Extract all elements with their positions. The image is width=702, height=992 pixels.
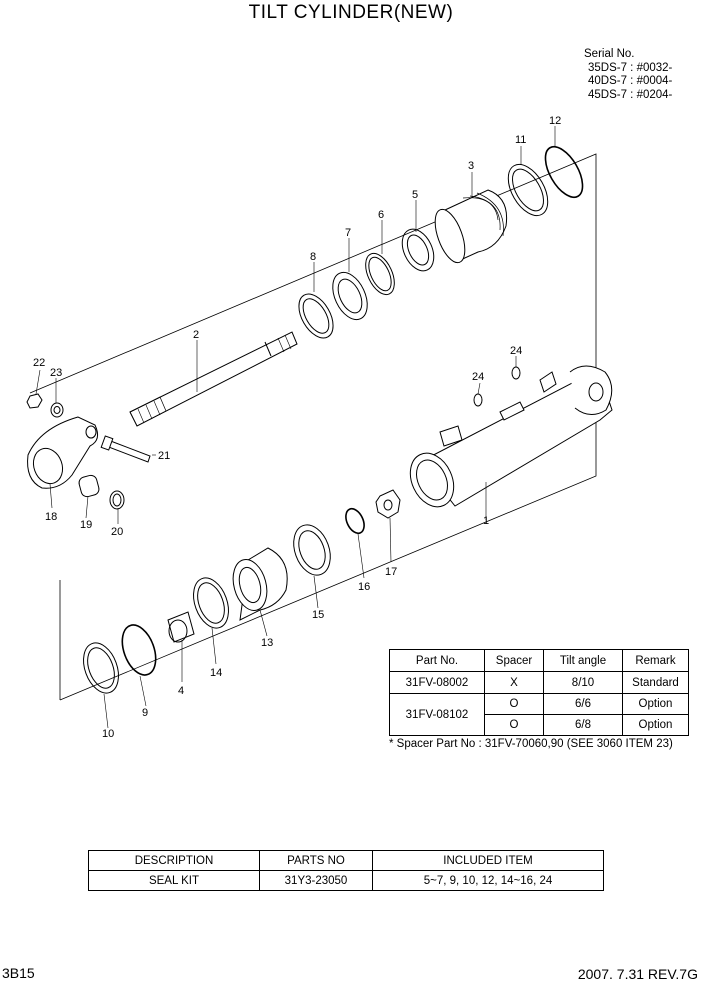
spacer-col-header: Remark: [622, 649, 689, 672]
o-ring-24a: [473, 393, 483, 407]
part-label: 19: [80, 519, 92, 531]
remark-cell: Option: [622, 693, 689, 715]
table-row: O 6/8 Option: [390, 714, 689, 736]
part-label: 18: [45, 511, 57, 523]
part-label: 23: [50, 367, 62, 379]
spacer-table: Part No. Spacer Tilt angle Remark 31FV-0…: [389, 649, 689, 736]
table-row: 31FV-08002 X 8/10 Standard: [389, 671, 689, 694]
part-label: 11: [515, 134, 526, 146]
spacer-cell: O: [484, 714, 544, 736]
ring-11: [507, 163, 549, 217]
piston-rod: [129, 331, 298, 427]
seal-kit-table: DESCRIPTION PARTS NO INCLUDED ITEM SEAL …: [88, 850, 604, 891]
part-label: 6: [378, 209, 384, 221]
part-no-cell: 31FV-08102: [389, 693, 485, 736]
revision-date: 2007. 7.31 REV.7G: [577, 966, 698, 982]
rod-eye: [27, 416, 99, 489]
remark-cell: Standard: [622, 671, 689, 694]
serial-info: Serial No. 35DS-7 : #0032- 40DS-7 : #000…: [584, 48, 672, 102]
serial-line: 45DS-7 : #0204-: [588, 88, 673, 101]
part-label: 24: [510, 345, 522, 357]
serial-line: 35DS-7 : #0032-: [588, 61, 673, 74]
spacer-col-header: Spacer: [484, 649, 544, 672]
part-label: 8: [310, 251, 316, 263]
ring-7: [332, 271, 368, 321]
o-ring-12: [544, 145, 584, 199]
nut-17: [375, 489, 401, 519]
serial-heading: Serial No.: [584, 48, 635, 60]
part-label: 12: [549, 115, 561, 127]
page-title: TILT CYLINDER(NEW): [248, 2, 454, 23]
part-label: 10: [102, 728, 114, 740]
table-row: 31FV-08102 O 6/6 Option: [389, 693, 689, 736]
part-label: 2: [193, 329, 199, 341]
part-label: 15: [312, 609, 324, 621]
kit-col-header: INCLUDED ITEM: [372, 850, 604, 871]
part-labels: 1 2 3 4 5 6 7 8 9 10 11 12 13 14 15 16 1…: [33, 115, 561, 740]
description-cell: SEAL KIT: [88, 870, 260, 891]
ring-10: [83, 642, 119, 694]
spacer-cell: X: [484, 671, 544, 694]
page-number: 3B15: [2, 965, 35, 981]
washer: [50, 402, 64, 418]
spacer-4: [167, 611, 195, 643]
part-label: 4: [178, 685, 184, 697]
part-label: 17: [385, 566, 397, 578]
ring-5: [401, 228, 435, 272]
spacer-note: * Spacer Part No : 31FV-70060,90 (SEE 30…: [389, 738, 673, 750]
part-label: 9: [142, 707, 148, 719]
tilt-angle-cell: 6/6: [543, 693, 623, 715]
part-no-cell: 31FV-08002: [389, 671, 485, 694]
spacer-col-header: Part No.: [389, 649, 485, 672]
nut: [26, 393, 43, 409]
gland: [434, 189, 508, 264]
included-item-cell: 5~7, 9, 10, 12, 14~16, 24: [372, 870, 604, 891]
part-label: 14: [210, 667, 222, 679]
table-row: SEAL KIT 31Y3-23050 5~7, 9, 10, 12, 14~1…: [88, 870, 604, 891]
part-label: 13: [261, 637, 273, 649]
bearing-15: [293, 524, 331, 576]
spacer-col-header: Tilt angle: [543, 649, 623, 672]
snap-ring: [109, 490, 125, 510]
remark-cell: Option: [622, 714, 689, 736]
bushing: [78, 474, 100, 498]
spacer-cell: O: [484, 693, 544, 715]
part-label: 5: [412, 189, 418, 201]
kit-col-header: DESCRIPTION: [88, 850, 260, 871]
parts-no-cell: 31Y3-23050: [259, 870, 373, 891]
ring-8: [298, 293, 334, 339]
part-label: 20: [111, 526, 123, 538]
leader-lines: [35, 126, 556, 729]
bolt: [100, 435, 151, 463]
ring-6: [365, 252, 395, 296]
piston-13: [232, 547, 288, 621]
part-label: 7: [345, 227, 351, 239]
part-label: 3: [468, 160, 474, 172]
part-label: 22: [33, 357, 45, 369]
o-ring-16: [345, 507, 365, 535]
part-label: 21: [158, 450, 170, 462]
frame-outline: [29, 153, 597, 701]
serial-line: 40DS-7 : #0004-: [588, 75, 673, 87]
tilt-angle-cell: 6/8: [543, 714, 623, 736]
o-ring-9: [121, 624, 157, 676]
ring-14: [193, 577, 229, 629]
cylinder-tube: [409, 365, 613, 508]
tilt-angle-cell: 8/10: [543, 671, 623, 694]
part-label: 1: [483, 515, 489, 527]
part-label: 24: [472, 371, 484, 383]
part-label: 16: [358, 581, 370, 593]
kit-col-header: PARTS NO: [259, 850, 373, 871]
o-ring-24b: [511, 366, 521, 380]
